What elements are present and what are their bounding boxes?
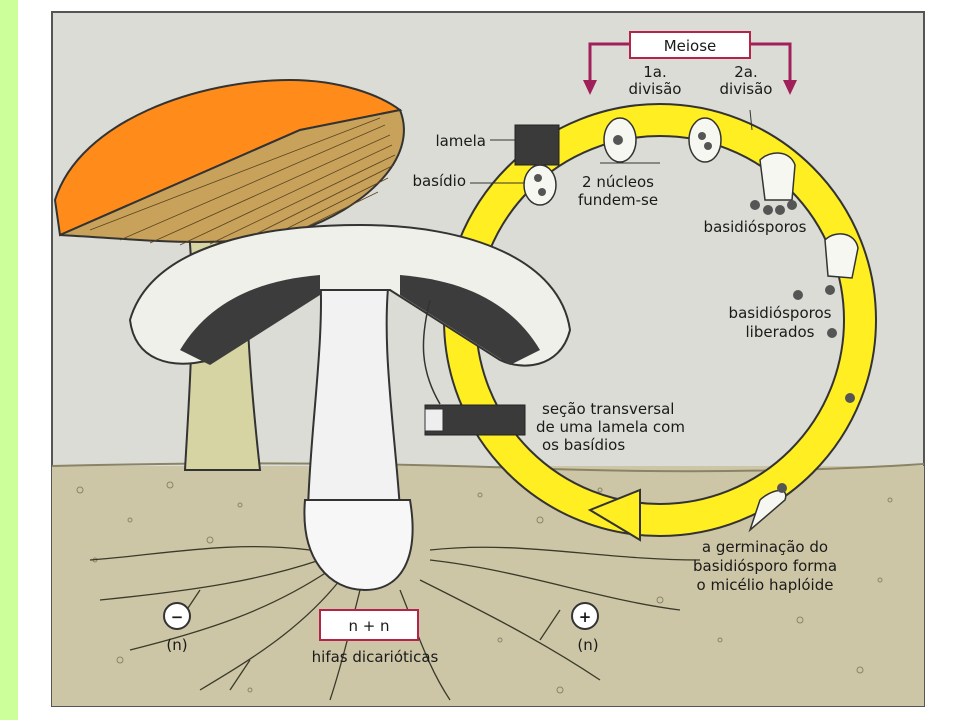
- cross-section-line1: seção transversal: [542, 400, 674, 418]
- basidio-label: basídio: [412, 172, 466, 190]
- hyphae: [89, 546, 701, 701]
- plus-sign: +: [579, 608, 592, 626]
- nuclei-fuse-line1: 2 núcleos: [582, 173, 654, 191]
- nuclei-fuse-line2: fundem-se: [578, 191, 658, 209]
- cycle-arrowhead: [587, 488, 641, 542]
- basidia-stages: [523, 117, 859, 533]
- lamella-section: [422, 299, 526, 436]
- young-mushroom: [128, 223, 572, 592]
- nn-box: [319, 609, 419, 641]
- mature-cap-orange: [53, 78, 403, 237]
- released-spores-line2: liberados: [746, 323, 815, 341]
- cross-section-line3: os basídios: [542, 436, 625, 454]
- haploid-left-label: (n): [166, 636, 187, 654]
- meiosis-arrowheads: [583, 80, 797, 95]
- young-gills-left: [180, 275, 320, 365]
- meiose-box: [629, 31, 751, 59]
- side-band: [0, 0, 18, 720]
- soil-pebbles: [76, 481, 893, 694]
- germination-line1: a germinação do: [702, 538, 828, 556]
- second-division-line1: 2a.: [734, 63, 758, 81]
- lamela-label: lamela: [435, 132, 486, 150]
- dikaryotic-hyphae-label: hifas dicarióticas: [312, 648, 439, 666]
- lamela-block: [514, 124, 560, 166]
- nuclei-and-spores: [534, 132, 855, 493]
- young-stem-base: [303, 499, 414, 592]
- first-division-line2: divisão: [629, 80, 682, 98]
- basidiospores-label: basidiósporos: [704, 218, 807, 236]
- germination-line3: o micélio haplóide: [697, 576, 834, 594]
- dikaryon-label: n + n: [348, 617, 389, 635]
- leader-lines: [470, 109, 753, 184]
- released-spores-line1: basidiósporos: [729, 304, 832, 322]
- meiose-label: Meiose: [664, 37, 717, 55]
- minus-sign: −: [171, 608, 184, 626]
- second-division-line2: divisão: [720, 80, 773, 98]
- cross-section-line2: de uma lamela com: [536, 418, 685, 436]
- young-gills-right: [400, 275, 540, 365]
- first-division-line1: 1a.: [643, 63, 667, 81]
- germination-line2: basidiósporo forma: [693, 557, 837, 575]
- haploid-right-label: (n): [577, 636, 598, 654]
- young-stem: [306, 269, 402, 511]
- minus-strain-circle: [163, 602, 191, 630]
- plus-strain-circle: [571, 602, 599, 630]
- meiosis-arrows: [588, 42, 792, 85]
